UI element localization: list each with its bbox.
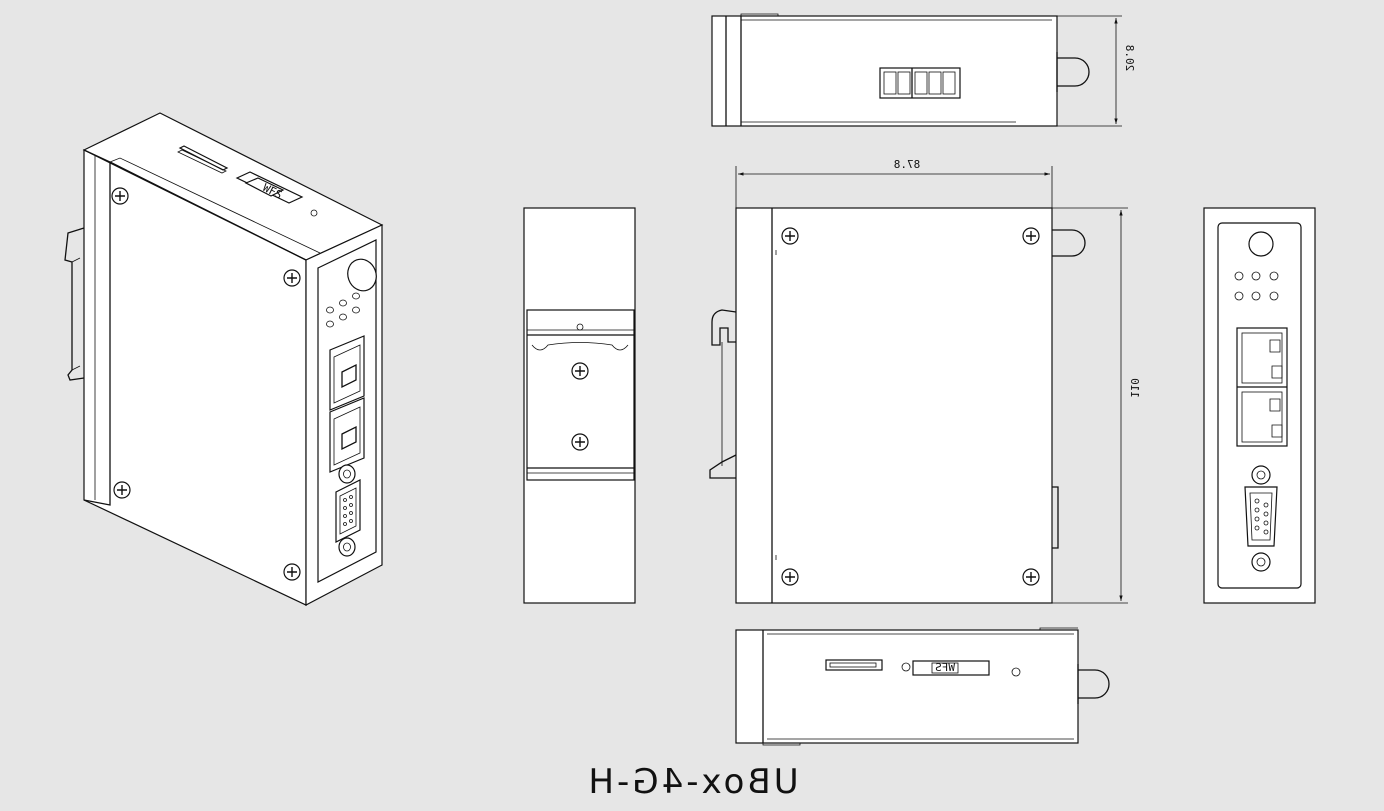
dim-110-label: 110 [1128,378,1141,398]
top-view: 20.8 [711,13,1136,127]
bottom-switch-label: WFS [935,661,955,674]
antenna-icon [1248,231,1274,257]
front-view [1203,207,1316,604]
bottom-view: WFS [735,627,1110,746]
side-view: 87.8 110 [709,158,1141,604]
back-view [523,207,636,604]
isometric-view: WFS [64,112,384,606]
dim-87-8-label: 87.8 [894,158,921,171]
dim-20-8-label: 20.8 [1123,45,1136,72]
model-caption: UBox-4G-H [585,762,799,802]
